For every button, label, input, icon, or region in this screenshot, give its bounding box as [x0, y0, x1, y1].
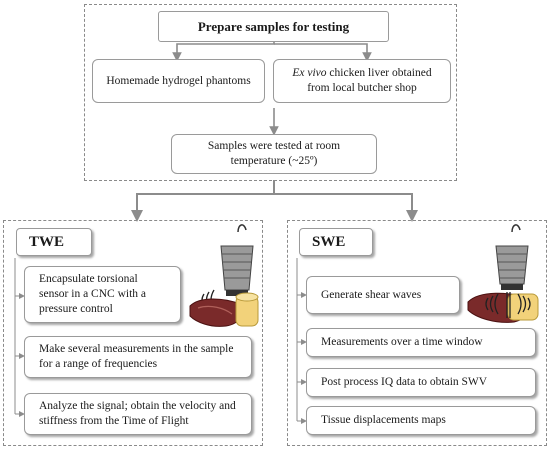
arrow-to-twe — [131, 180, 275, 222]
swe-label: SWE — [312, 233, 346, 250]
hydrogel-label: Homemade hydrogel phantoms — [106, 74, 251, 87]
twe-step-1-line3: pressure control — [39, 303, 113, 315]
liver-text-line1: chicken liver obtained — [326, 67, 432, 79]
tested-line2: temperature (~25º) — [230, 155, 318, 167]
swe-step-4-label: Tissue displacements maps — [321, 414, 446, 426]
twe-step-1: Encapsulate torsional sensor in a CNC wi… — [24, 266, 181, 323]
twe-step-2-line2: for a range of frequencies — [39, 358, 158, 370]
twe-step-2: Make several measurements in the sample … — [24, 336, 252, 378]
twe-label: TWE — [29, 233, 65, 250]
swe-step-4: Tissue displacements maps — [306, 406, 536, 435]
tested-line1: Samples were tested at room — [207, 140, 341, 152]
prepare-samples-title: Prepare samples for testing — [197, 19, 350, 34]
ex-vivo-text: Ex vivo — [292, 67, 327, 79]
tested-box: Samples were tested at room temperature … — [171, 134, 377, 174]
sample-prep-region — [84, 4, 457, 181]
twe-step-3-line2: stiffness from the Time of Flight — [39, 415, 189, 427]
twe-step-1-line2: sensor in a CNC with a — [39, 288, 147, 300]
liver-text-line2: from local butcher shop — [307, 82, 417, 94]
liver-box: Ex vivo chicken liver obtained from loca… — [273, 59, 451, 103]
twe-step-3: Analyze the signal; obtain the velocity … — [24, 393, 252, 435]
swe-step-2: Measurements over a time window — [306, 328, 536, 357]
swe-region — [287, 220, 547, 446]
twe-step-1-line1: Encapsulate torsional — [39, 273, 138, 285]
twe-step-2-line1: Make several measurements in the sample — [39, 343, 234, 355]
swe-step-2-label: Measurements over a time window — [321, 336, 483, 348]
swe-step-3: Post process IQ data to obtain SWV — [306, 368, 536, 397]
twe-label-box: TWE — [16, 228, 92, 256]
prepare-samples-box: Prepare samples for testing — [158, 11, 389, 42]
twe-step-3-line1: Analyze the signal; obtain the velocity … — [39, 400, 236, 412]
twe-region — [3, 220, 263, 446]
arrow-to-liver — [274, 43, 372, 62]
swe-step-3-label: Post process IQ data to obtain SWV — [321, 376, 488, 388]
arrow-to-hydrogel — [172, 42, 275, 62]
swe-label-box: SWE — [299, 228, 373, 256]
swe-step-1: Generate shear waves — [306, 276, 460, 314]
swe-step-1-label: Generate shear waves — [321, 288, 422, 301]
hydrogel-box: Homemade hydrogel phantoms — [92, 59, 265, 103]
arrow-to-swe — [274, 193, 418, 222]
